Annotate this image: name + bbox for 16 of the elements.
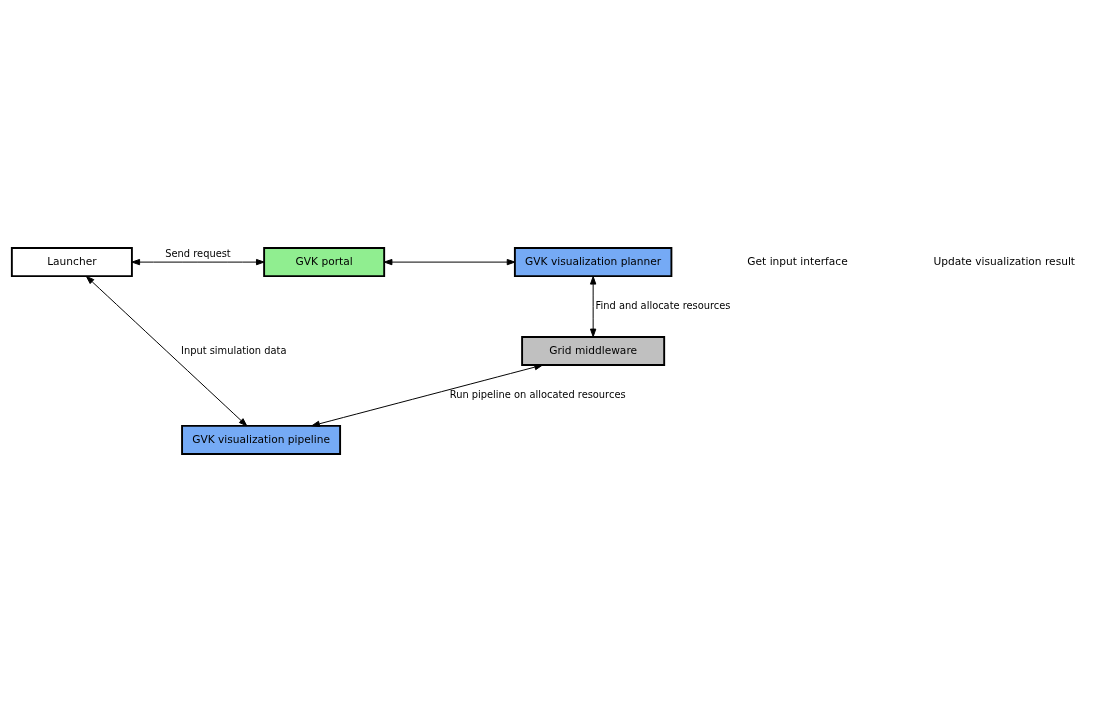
edge-label: Run pipeline on allocated resources [449,389,626,401]
edge-label: Send request [165,248,231,260]
edge-label: Find and allocate resources [595,300,731,312]
edge-label: Input simulation data [181,344,287,356]
node-box: GVK visualization pipeline [181,424,342,455]
arrow [311,364,543,427]
label: Update visualization result [933,254,1076,268]
arrow [383,258,516,266]
arrow [85,275,248,427]
node-box: GVK portal [263,247,386,278]
node-box: GVK visualization planner [513,247,673,278]
node-box: Launcher [10,247,133,278]
label: Get input interface [747,254,848,268]
arrow [131,258,265,266]
arrow [590,276,597,338]
node-box: Grid middleware [521,336,666,366]
